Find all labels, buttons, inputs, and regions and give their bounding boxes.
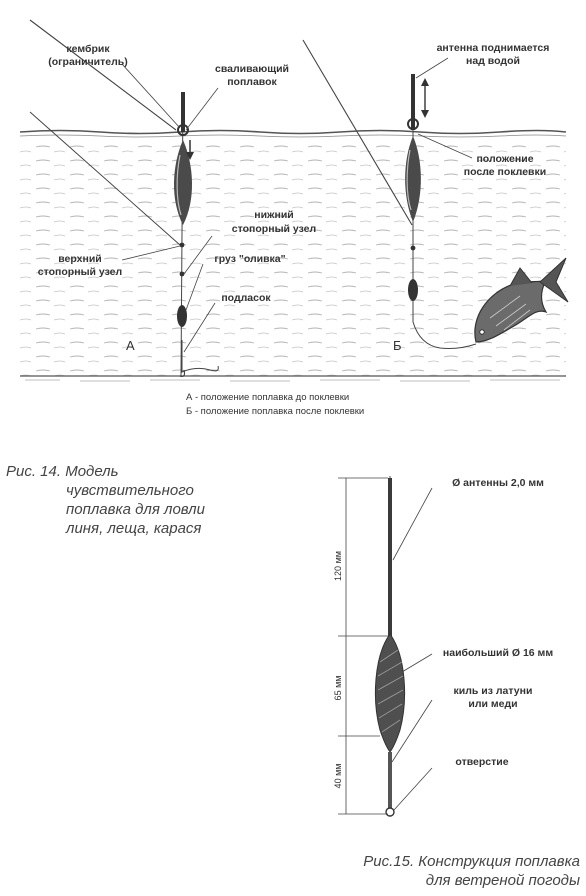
float-highlight-a [176,154,182,216]
lower-stopper-knot [179,271,185,277]
callout-kembrik [121,63,181,129]
rig-a [29,19,219,377]
label-gruz: груз "оливка" [214,253,285,265]
label-nizhniy: нижний [254,209,294,221]
hook-a [179,369,186,377]
down-arrow-head [421,110,429,118]
fish-dorsal-fin [509,267,533,287]
figure-14: кембрик (ограничитель) сваливающий попла… [19,19,569,417]
leader-to-fish [412,321,477,349]
legend-a: А - положение поплавка до поклевки [186,392,349,403]
figure-15: 120 мм 65 мм 40 мм Ø антенны 2,0 мм наиб… [333,476,553,817]
figure-14-caption-line-3: поплавка для ловли [66,501,205,518]
figure-14-caption-line-2: чувствительного [66,482,194,499]
bottom-texture [25,379,560,382]
label-otverstie: отверстие [455,756,508,768]
label-verkhniy-2: стопорный узел [38,266,122,278]
rod-line-a [29,19,177,131]
callout-nizhniy [183,235,213,275]
callout-max-diameter [401,653,433,673]
float15-antenna [388,478,392,636]
callout-gruz [185,263,204,311]
rod-line-b [302,39,413,226]
label-kembrik-2: (ограничитель) [48,56,128,68]
callout-keel [391,699,433,763]
down-arrow-head-a [186,152,194,160]
label-kil: киль из латуни [454,685,533,697]
olive-weight-b [408,279,418,301]
float15-wrap [377,649,404,733]
kembrik-ring-b [407,118,419,130]
upper-stopper-knot [179,242,185,248]
fish-tail [539,257,569,303]
label-kil-2: или меди [468,698,517,710]
callout-verkhniy [121,245,181,261]
label-antenna-diameter: Ø антенны 2,0 мм [452,477,544,489]
float15-body [374,633,406,753]
figure-15-caption-line-2: для ветреной погоды [425,872,580,889]
float-antenna-b [411,74,415,130]
water-surface-wave [19,134,567,138]
fish-illustration [474,257,569,343]
float-antenna-a [181,92,185,132]
callout-polozhenie [417,133,473,159]
leader-hook-a [181,340,219,373]
figure-14-caption-line-1: Рис. 14. Модель [6,463,119,480]
main-line-a [180,91,184,377]
kembrik-ring-a [177,124,189,136]
label-max-diameter: наибольший Ø 16 мм [443,647,553,659]
label-svalivayushchiy-2: поплавок [227,76,277,88]
label-polozhenie-2: после поклевки [464,166,546,178]
fish-scales [489,295,531,331]
legend-b: Б - положение поплавка после поклевки [186,406,364,417]
stopper-knot-b [410,245,416,251]
label-verkhniy: верхний [58,253,102,265]
figure-14-caption: Рис. 14. Модель чувствительного поплавка… [6,462,205,538]
float15-hole [385,807,395,817]
label-position-a: А [126,338,135,353]
dim-65: 65 мм [333,676,343,701]
dim-120: 120 мм [333,551,343,581]
callout-antenna-diameter [392,487,433,561]
callout-svalivayushchiy [185,87,219,131]
rig-b [302,39,477,349]
label-polozhenie: положение [476,153,533,165]
label-kembrik: кембрик [66,43,110,55]
label-position-b: Б [393,338,402,353]
figure-14-caption-line-4: линя, леща, карася [66,520,202,537]
callout-podlasok [183,302,216,353]
olive-weight [177,305,187,327]
figure-15-caption-line-1: Рис.15. Конструкция поплавка [363,853,580,870]
figure-15-caption: Рис.15. Конструкция поплавка для ветрено… [318,852,580,890]
dim-40: 40 мм [333,764,343,789]
up-arrow-head [421,78,429,86]
line-a-upper [29,111,181,246]
fish-eye [479,329,485,335]
callout-antenna [415,57,449,79]
fish-body [474,278,548,343]
label-nizhniy-2: стопорный узел [232,223,316,235]
label-podlasok: подласок [221,292,271,304]
water-surface [19,129,567,135]
callout-hole [393,767,433,811]
float15-keel [388,752,392,808]
label-svalivayushchiy: сваливающий [215,63,289,75]
label-antenna: антенна поднимается [437,42,550,54]
float-highlight-b [406,149,412,211]
label-antenna-2: над водой [466,55,520,67]
